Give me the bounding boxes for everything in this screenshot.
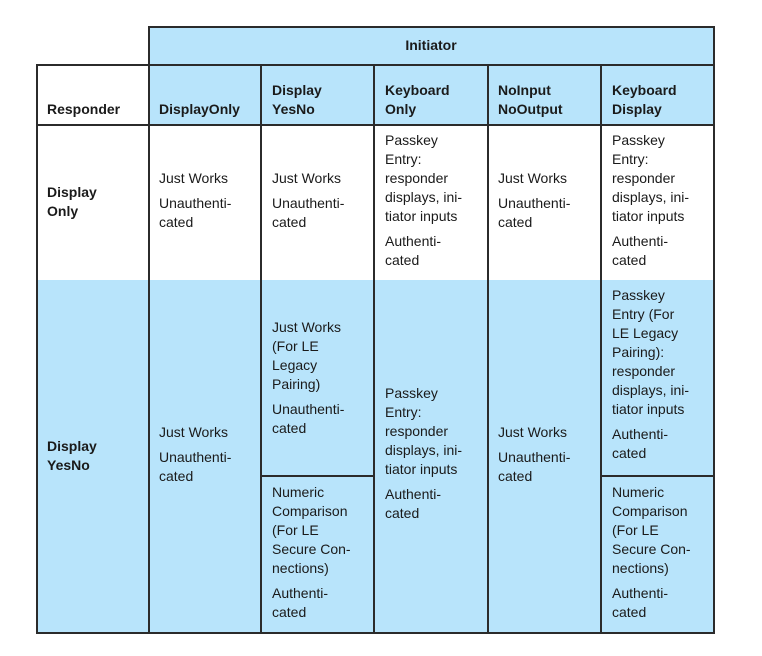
- border-left: [36, 64, 38, 634]
- security-level: Unauthenti- cated: [159, 195, 232, 230]
- border-right: [713, 26, 715, 634]
- row-header-display-only: Display Only: [47, 184, 97, 219]
- pairing-method: Numeric Comparison (For LE Secure Con- n…: [272, 484, 351, 576]
- responder-label: Responder: [47, 101, 121, 117]
- cell-r1-c3: Passkey Entry: responder displays, ini- …: [385, 131, 485, 270]
- cell-r2-c2-upper: Just Works (For LE Legacy Pairing) Unaut…: [272, 318, 372, 438]
- security-level: Unauthenti- cated: [159, 449, 232, 484]
- column-header-keyboard-display: Keyboard Display: [612, 82, 677, 117]
- cell-r2-c5-upper: Passkey Entry (For LE Legacy Pairing): r…: [612, 286, 712, 463]
- pairing-method: Passkey Entry: responder displays, ini- …: [385, 385, 463, 477]
- cell-r2-c2-lower: Numeric Comparison (For LE Secure Con- n…: [272, 483, 372, 622]
- row-header-display-yesno: Display YesNo: [47, 438, 97, 473]
- column-header-displayonly: DisplayOnly: [159, 101, 240, 117]
- responder-header-bg: [36, 65, 148, 125]
- security-level: Unauthenti- cated: [272, 401, 345, 436]
- border-col5-split: [600, 475, 714, 477]
- border-header-top: [36, 64, 715, 66]
- cell-r1-c4: Just Works Unauthenti- cated: [498, 169, 598, 232]
- cell-r2-c5-lower: Numeric Comparison (For LE Secure Con- n…: [612, 483, 712, 622]
- column-header-noinput-nooutput: NoInput NoOutput: [498, 82, 563, 117]
- security-level: Unauthenti- cated: [272, 195, 345, 230]
- cell-r2-c3: Passkey Entry: responder displays, ini- …: [385, 384, 485, 523]
- pairing-method: Just Works: [272, 170, 341, 186]
- border-col4-left: [487, 64, 489, 634]
- border-header-bottom: [36, 124, 715, 126]
- pairing-method: Passkey Entry: responder displays, ini- …: [612, 132, 690, 224]
- security-level: Unauthenti- cated: [498, 195, 571, 230]
- pairing-method: Just Works: [159, 170, 228, 186]
- cell-r1-c1: Just Works Unauthenti- cated: [159, 169, 259, 232]
- pairing-method: Just Works (For LE Legacy Pairing): [272, 319, 341, 392]
- border-initiator-top: [148, 26, 715, 28]
- cell-r2-c4: Just Works Unauthenti- cated: [498, 423, 598, 486]
- security-level: Authenti- cated: [272, 585, 329, 620]
- border-col1-left: [148, 26, 150, 634]
- border-col3-left: [373, 64, 375, 634]
- initiator-label: Initiator: [405, 37, 457, 53]
- security-level: Authenti- cated: [385, 486, 442, 521]
- pairing-method: Just Works: [159, 424, 228, 440]
- security-level: Authenti- cated: [612, 426, 669, 461]
- column-header-keyboard-only: Keyboard Only: [385, 82, 450, 117]
- cell-r1-c2: Just Works Unauthenti- cated: [272, 169, 372, 232]
- border-col2-split: [260, 475, 374, 477]
- security-level: Authenti- cated: [612, 233, 669, 268]
- pairing-method: Numeric Comparison (For LE Secure Con- n…: [612, 484, 691, 576]
- security-level: Authenti- cated: [385, 233, 442, 268]
- initiator-header-bg: [148, 27, 714, 125]
- security-level: Authenti- cated: [612, 585, 669, 620]
- pairing-method: Passkey Entry (For LE Legacy Pairing): r…: [612, 287, 690, 417]
- cell-r1-c5: Passkey Entry: responder displays, ini- …: [612, 131, 712, 270]
- border-table-bottom: [36, 632, 715, 634]
- border-col5-left: [600, 64, 602, 634]
- pairing-method: Just Works: [498, 170, 567, 186]
- cell-r2-c1: Just Works Unauthenti- cated: [159, 423, 259, 486]
- pairing-method: Just Works: [498, 424, 567, 440]
- column-header-display-yesno: Display YesNo: [272, 82, 322, 117]
- pairing-method: Passkey Entry: responder displays, ini- …: [385, 132, 463, 224]
- border-col2-left: [260, 64, 262, 634]
- security-level: Unauthenti- cated: [498, 449, 571, 484]
